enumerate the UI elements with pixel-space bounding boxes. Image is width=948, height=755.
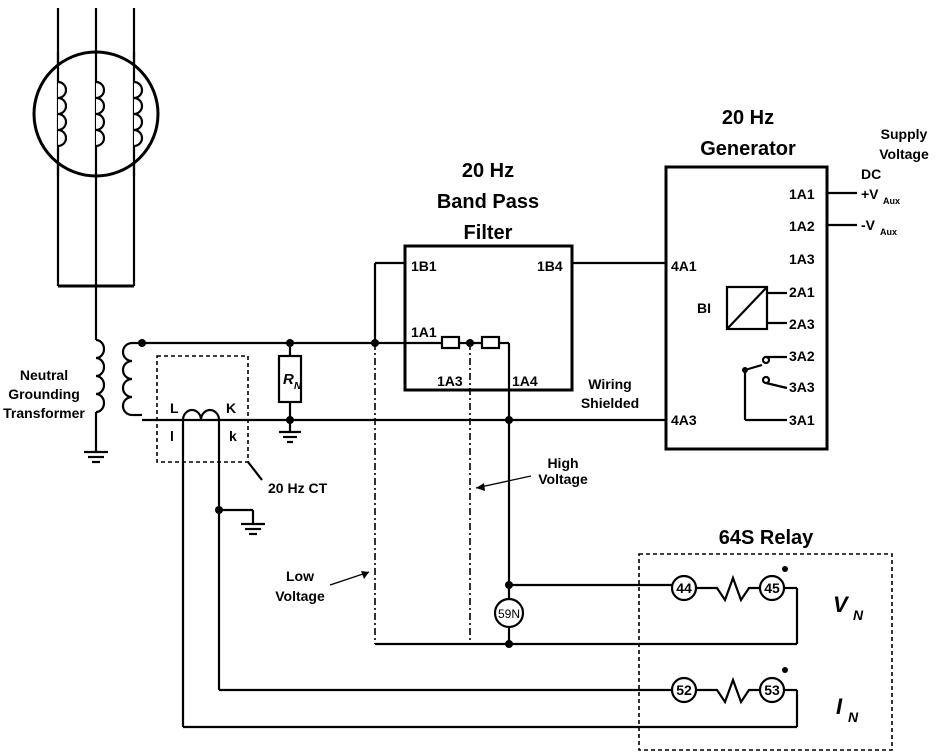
filter-title-line1: 20 Hz <box>462 160 514 182</box>
generator-title-line1: 20 Hz <box>722 107 774 129</box>
relay-terminal-45: 45 <box>764 580 780 596</box>
filter-title-line3: Filter <box>464 222 513 244</box>
filter-terminal-1a1: 1A1 <box>411 324 437 340</box>
high-voltage-line2: Voltage <box>538 471 588 487</box>
relay-in: I <box>836 694 843 719</box>
supply-minus: -V <box>861 217 876 233</box>
supply-minus-sub: Aux <box>880 227 897 237</box>
supply-line3: DC <box>861 166 881 182</box>
gen-terminal-1a1: 1A1 <box>789 186 815 202</box>
ngt-label-line2: Grounding <box>8 386 80 402</box>
ct-terminal-L: L <box>170 400 179 416</box>
supply-line2: Voltage <box>879 146 929 162</box>
low-voltage-line2: Voltage <box>275 588 325 604</box>
gen-terminal-2a1: 2A1 <box>789 284 815 300</box>
resistor-label-sub: N <box>294 381 302 392</box>
low-voltage-line1: Low <box>286 568 314 584</box>
resistor-rn <box>277 343 303 444</box>
relay-terminal-44: 44 <box>676 580 692 596</box>
filter-terminal-1a4: 1A4 <box>512 373 538 389</box>
ngt-label-line3: Transformer <box>3 405 85 421</box>
gen-terminal-3a2: 3A2 <box>789 348 815 364</box>
filter-terminal-1a3: 1A3 <box>437 373 463 389</box>
gen-terminal-2a3: 2A3 <box>789 316 815 332</box>
filter-terminal-1b4: 1B4 <box>537 258 563 274</box>
supply-plus: +V <box>861 186 879 202</box>
ct-terminal-l: l <box>170 428 174 444</box>
band-pass-filter-box <box>403 244 574 392</box>
relay-terminal-53: 53 <box>764 682 780 698</box>
device-59n-circle <box>493 597 525 629</box>
relay-vn: V <box>833 592 850 617</box>
generator-symbol <box>32 8 160 340</box>
wiring-line1: Wiring <box>588 376 631 392</box>
supply-plus-sub: Aux <box>883 196 900 206</box>
generator-title-line2: Generator <box>700 138 796 160</box>
neutral-grounding-transformer <box>84 338 142 464</box>
gen-terminal-1a2: 1A2 <box>789 218 815 234</box>
relay-in-sub: N <box>848 709 859 725</box>
gen-terminal-1a3: 1A3 <box>789 251 815 267</box>
relay-terminal-52: 52 <box>676 682 692 698</box>
gen-terminal-4a3: 4A3 <box>671 412 697 428</box>
relay-vn-sub: N <box>853 607 864 623</box>
junction-dot <box>138 339 146 347</box>
filter-title-line2: Band Pass <box>437 191 539 213</box>
high-voltage-line1: High <box>547 455 578 471</box>
device-59n: 59N <box>498 607 520 621</box>
wiring-line2: Shielded <box>581 395 639 411</box>
resistor-label: R <box>283 371 294 388</box>
ngt-label-line1: Neutral <box>20 367 68 383</box>
gen-terminal-3a1: 3A1 <box>789 412 815 428</box>
gen-terminal-bi: BI <box>697 300 711 316</box>
supply-line1: Supply <box>881 126 928 142</box>
relay-box <box>638 553 893 751</box>
current-transformer <box>156 355 265 727</box>
filter-terminal-1b1: 1B1 <box>411 258 437 274</box>
gen-terminal-3a3: 3A3 <box>789 379 815 395</box>
ct-terminal-K: K <box>226 400 236 416</box>
ct-label: 20 Hz CT <box>268 480 328 496</box>
relay-title: 64S Relay <box>719 527 814 549</box>
ct-terminal-k: k <box>229 428 237 444</box>
gen-terminal-4a1: 4A1 <box>671 258 697 274</box>
generator-box <box>664 165 829 451</box>
